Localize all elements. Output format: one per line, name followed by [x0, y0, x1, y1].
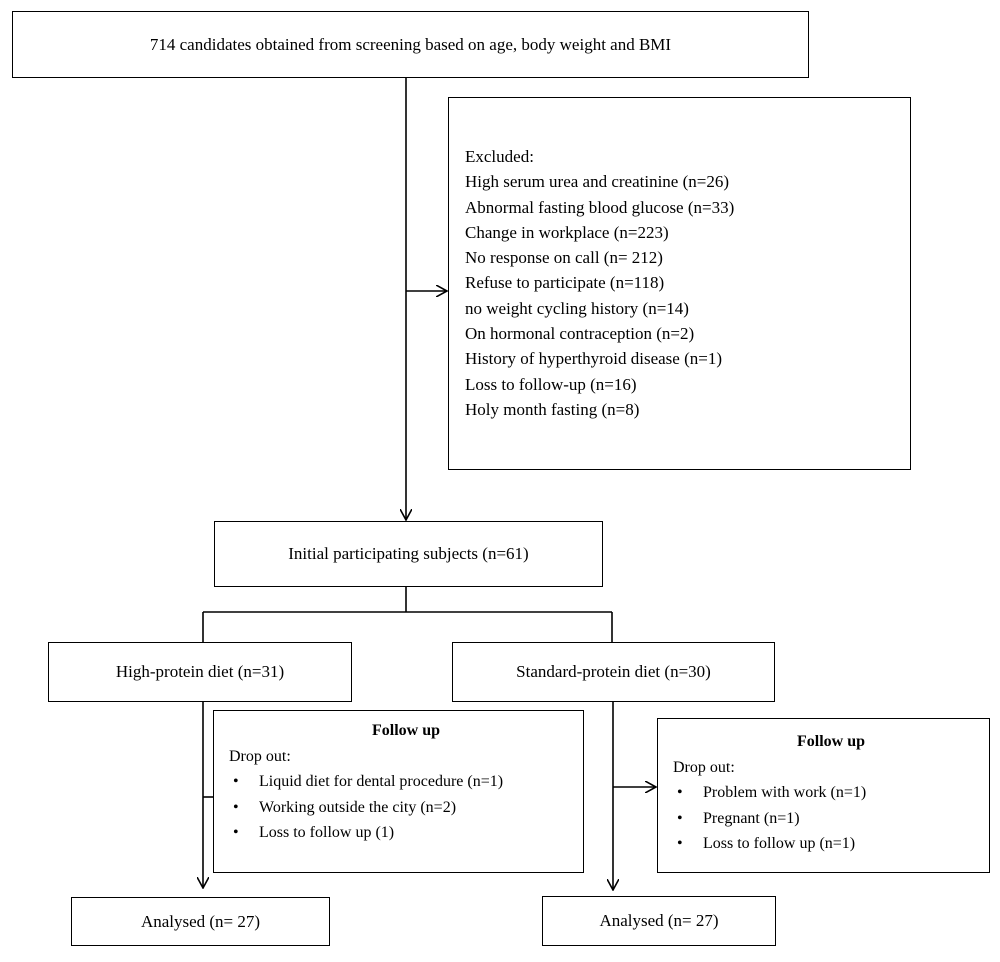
bullet-icon: •	[233, 798, 239, 816]
screening-label: 714 candidates obtained from screening b…	[149, 34, 672, 54]
analysed-right-box: Analysed (n= 27)	[542, 896, 776, 946]
excluded-box: Excluded: High serum urea and creatinine…	[448, 97, 911, 470]
excluded-item: Loss to follow-up (n=16)	[465, 374, 637, 394]
initial-participants-box: Initial participating subjects (n=61)	[214, 521, 603, 587]
excluded-item: Change in workplace (n=223)	[465, 222, 669, 242]
excluded-item: History of hyperthyroid disease (n=1)	[465, 349, 722, 369]
list-item: • Loss to follow up (n=1)	[673, 831, 989, 857]
list-item-label: Pregnant (n=1)	[703, 809, 800, 827]
bullet-icon: •	[233, 773, 239, 790]
initial-participants-label: Initial participating subjects (n=61)	[288, 544, 529, 563]
list-item-label: Working outside the city (n=2)	[259, 798, 457, 816]
analysed-right-label: Analysed (n= 27)	[599, 911, 719, 930]
high-protein-label: High-protein diet (n=31)	[115, 662, 285, 681]
excluded-item: High serum urea and creatinine (n=26)	[465, 172, 730, 192]
analysed-left-box: Analysed (n= 27)	[71, 897, 330, 946]
followup-right-list: • Problem with work (n=1) • Pregnant (n=1)…	[673, 780, 989, 857]
high-protein-box: High-protein diet (n=31)	[48, 642, 352, 702]
list-item-label: Loss to follow up (n=1)	[703, 835, 856, 852]
list-item-label: Problem with work (n=1)	[703, 784, 867, 801]
list-item: • Problem with work (n=1)	[673, 780, 989, 806]
list-item: • Working outside the city (n=2)	[229, 795, 583, 821]
excluded-item: Holy month fasting (n=8)	[465, 399, 640, 419]
followup-left-subtitle: Drop out:	[229, 747, 291, 765]
bullet-icon: •	[677, 809, 683, 827]
excluded-item: no weight cycling history (n=14)	[465, 298, 689, 318]
standard-protein-label: Standard-protein diet (n=30)	[516, 662, 711, 681]
bullet-icon: •	[677, 784, 683, 801]
screening-box: 714 candidates obtained from screening b…	[12, 11, 809, 78]
excluded-heading: Excluded:	[465, 147, 534, 166]
excluded-item: Abnormal fasting blood glucose (n=33)	[465, 197, 735, 217]
excluded-item: On hormonal contraception (n=2)	[465, 324, 695, 344]
list-item-label: Liquid diet for dental procedure (n=1)	[259, 773, 504, 790]
list-item: • Loss to follow up (1)	[229, 820, 583, 846]
excluded-item: No response on call (n= 212)	[465, 248, 663, 268]
followup-right-box: Follow up Drop out: • Problem with work (…	[657, 718, 990, 873]
standard-protein-box: Standard-protein diet (n=30)	[452, 642, 775, 702]
followup-left-box: Follow up Drop out: • Liquid diet for den…	[213, 710, 584, 873]
followup-right-subtitle: Drop out:	[673, 758, 735, 776]
list-item: • Liquid diet for dental procedure (n=1)	[229, 769, 583, 795]
followup-left-title: Follow up	[371, 722, 440, 739]
followup-left-list: •Liquid diet for dental procedure (n=1) …	[229, 769, 583, 846]
excluded-item: Refuse to participate (n=118)	[465, 273, 665, 293]
followup-right-title: Follow up	[796, 733, 865, 750]
list-item: • Pregnant (n=1)	[673, 806, 989, 832]
bullet-icon: •	[677, 835, 683, 852]
analysed-left-label: Analysed (n= 27)	[140, 911, 261, 931]
bullet-icon: •	[233, 824, 239, 841]
list-item-label: Loss to follow up (1)	[259, 824, 395, 841]
